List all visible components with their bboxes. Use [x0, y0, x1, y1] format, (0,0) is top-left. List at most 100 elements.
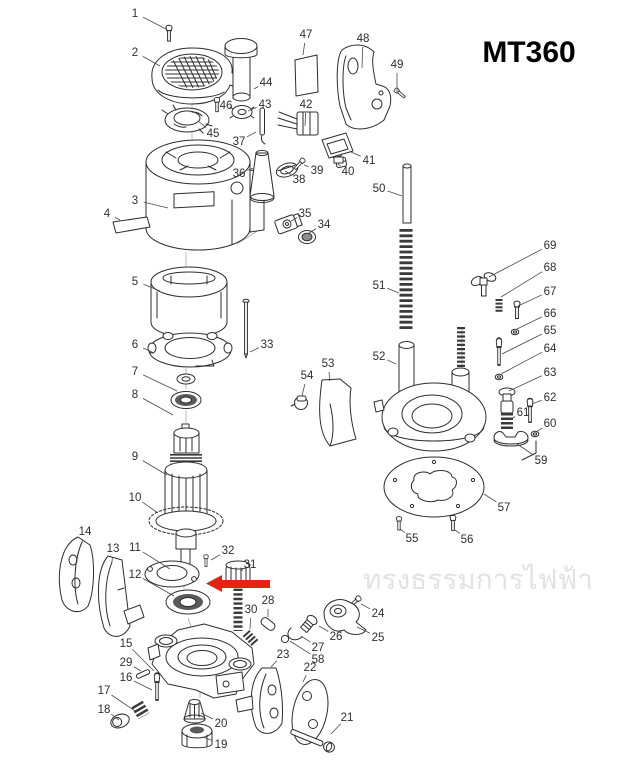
leader-line-part-22 — [302, 675, 307, 683]
part-44-handle-knob — [224, 38, 258, 102]
leader-line-part-26 — [318, 625, 329, 632]
leader-line-part-41 — [350, 151, 361, 157]
part-label-23: 23 — [277, 649, 290, 661]
part-label-64: 64 — [544, 343, 557, 355]
leader-line-part-48 — [361, 46, 364, 69]
leader-line-part-50 — [387, 190, 403, 197]
leader-line-part-53 — [328, 371, 331, 382]
part-label-41: 41 — [363, 155, 376, 167]
part-label-17: 17 — [98, 685, 111, 697]
part-28-pin — [260, 617, 276, 631]
part-label-32: 32 — [222, 545, 235, 557]
part-label-45: 45 — [207, 128, 220, 140]
part-52-base-casting — [373, 327, 487, 452]
part-label-31: 31 — [244, 559, 257, 571]
part-label-54: 54 — [301, 370, 314, 382]
part-label-67: 67 — [544, 286, 557, 298]
part-label-6: 6 — [132, 339, 138, 351]
part-label-7: 7 — [132, 366, 138, 378]
part-label-1: 1 — [132, 8, 138, 20]
part-6-ring-nut — [147, 332, 233, 368]
part-54-knob — [290, 395, 308, 410]
red-arrow-marker — [206, 575, 270, 592]
part-label-26: 26 — [330, 631, 343, 643]
part-58-ring — [280, 634, 290, 644]
part-label-12: 12 — [129, 569, 142, 581]
leader-line-part-58 — [289, 640, 311, 655]
part-19-collet-nut — [181, 723, 213, 749]
part-label-28: 28 — [262, 595, 275, 607]
leader-line-part-23 — [270, 660, 278, 668]
part-label-30: 30 — [245, 604, 258, 616]
leader-line-part-10 — [142, 501, 159, 514]
part-7-flat-washer — [176, 373, 196, 385]
leader-line-part-66 — [516, 316, 543, 330]
leader-line-part-59 — [516, 443, 534, 456]
part-22-side-plate — [291, 679, 329, 745]
part-36-cord-guard — [249, 149, 275, 203]
leader-line-part-12 — [142, 578, 175, 597]
part-label-59: 59 — [535, 455, 548, 467]
part-25-lock-lever — [323, 599, 367, 635]
part-26-clamp-screw — [300, 614, 318, 634]
part-15-base-housing — [147, 623, 255, 699]
leader-line-part-17 — [111, 694, 136, 712]
part-3-motor-housing — [145, 139, 265, 251]
part-9-armature-top — [173, 423, 200, 454]
part-label-11: 11 — [129, 542, 141, 554]
leader-line-part-18 — [111, 713, 120, 721]
part-64-nut — [494, 373, 504, 381]
leader-line-part-64 — [500, 351, 543, 375]
part-label-50: 50 — [373, 183, 386, 195]
part-label-39: 39 — [311, 165, 324, 177]
leader-line-part-37 — [246, 131, 257, 138]
part-label-14: 14 — [79, 526, 92, 538]
leader-line-part-33 — [249, 347, 260, 353]
part-30-spring — [242, 629, 259, 647]
part-label-58: 58 — [312, 654, 325, 666]
part-31-clamp-bolt — [225, 560, 251, 631]
part-label-13: 13 — [107, 543, 120, 555]
leader-line-part-15 — [132, 649, 155, 672]
part-60-nut — [530, 430, 540, 438]
part-label-16: 16 — [120, 672, 133, 684]
part-53-chip-guard — [319, 378, 357, 447]
part-50-guide-rod — [402, 163, 412, 224]
part-label-34: 34 — [318, 219, 331, 231]
part-label-65: 65 — [544, 325, 557, 337]
part-29-pin — [135, 669, 151, 679]
part-label-25: 25 — [372, 632, 385, 644]
leader-line-part-2 — [142, 56, 161, 67]
part-label-46: 46 — [220, 100, 233, 112]
part-14-handle-grip-left — [58, 536, 94, 613]
part-10-armature — [148, 454, 224, 566]
part-label-66: 66 — [544, 308, 557, 320]
part-65-screw — [495, 337, 503, 366]
part-67-screw — [513, 300, 521, 320]
part-label-42: 42 — [300, 99, 313, 111]
leader-line-part-34 — [308, 228, 317, 234]
part-21-bolt — [290, 729, 335, 753]
part-38-brush-holder-cap — [275, 162, 299, 178]
part-label-22: 22 — [304, 662, 317, 674]
part-33-long-screw — [242, 298, 250, 359]
part-37-brush-spring-pin — [259, 107, 266, 145]
leader-line-part-24 — [360, 603, 371, 610]
part-label-56: 56 — [461, 534, 474, 546]
part-47-insulation-sheet — [294, 54, 319, 97]
part-5-stator — [150, 266, 228, 338]
part-label-21: 21 — [341, 712, 354, 724]
part-label-40: 40 — [342, 166, 355, 178]
leader-line-part-32 — [210, 554, 221, 561]
leader-line-part-63 — [508, 375, 542, 392]
part-11-flat-washer-arrowed — [144, 560, 200, 588]
leader-line-part-62 — [531, 399, 542, 405]
leader-line-part-21 — [330, 723, 342, 735]
part-label-18: 18 — [98, 704, 111, 716]
part-label-4: 4 — [104, 208, 111, 220]
part-42-field-terminal — [277, 111, 319, 136]
part-27-retaining-clip — [287, 627, 303, 641]
leader-line-part-31 — [240, 569, 244, 572]
leader-line-part-4 — [114, 216, 121, 221]
